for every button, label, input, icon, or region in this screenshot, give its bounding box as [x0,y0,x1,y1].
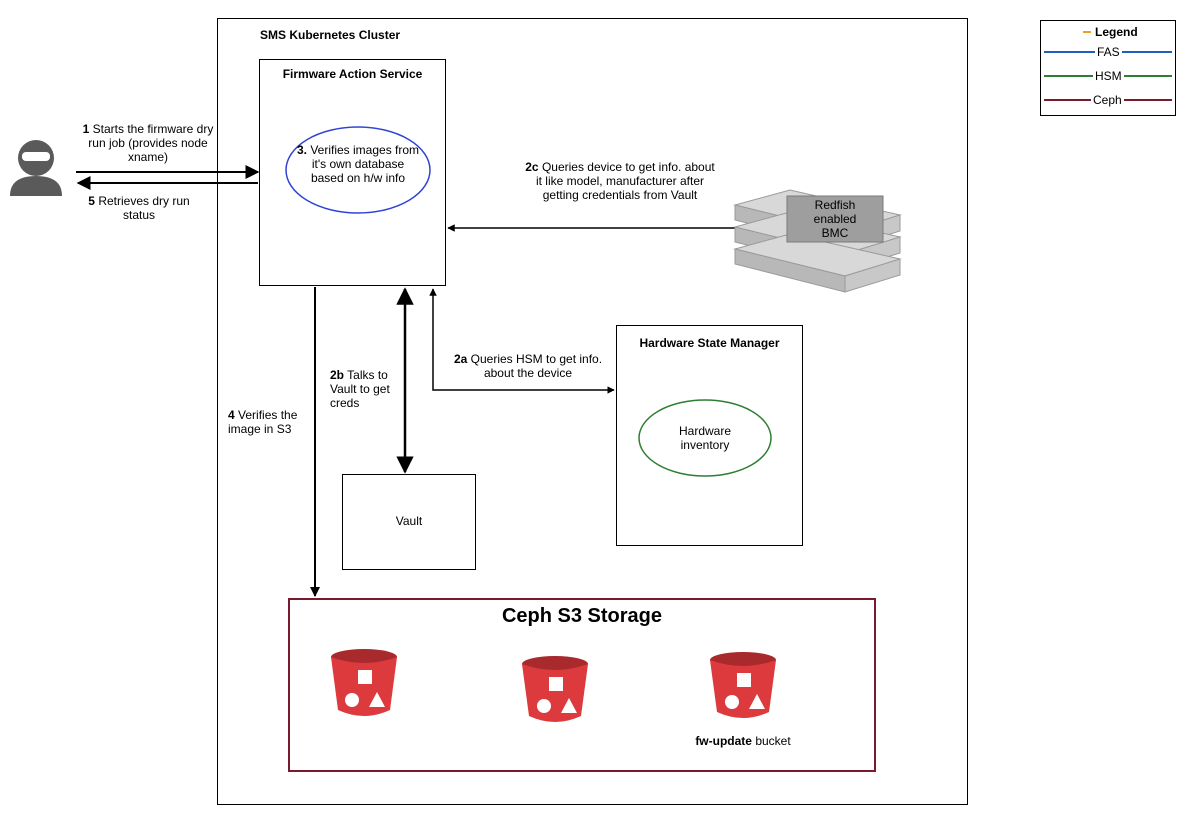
legend-label-fas: FAS [1095,45,1122,59]
ceph-title: Ceph S3 Storage [501,605,663,627]
fas-title: Firmware Action Service [282,67,423,81]
step2c-label: 2c Queries device to get info. about it … [525,160,715,202]
hsm-title: Hardware State Manager [639,336,780,350]
arrow-step2a [429,288,615,394]
bmc-label-line2: enabled [813,212,857,226]
step1-label: 1 Starts the firmware dry run job (provi… [80,122,216,164]
bucket-icon-2 [522,656,588,722]
legend-box: Legend FAS HSM Ceph [1040,20,1176,116]
step4-text: Verifies the image in S3 [228,408,298,436]
step2c-text: Queries device to get info. about it lik… [535,160,715,202]
step2b-num: 2b [330,368,345,382]
fas-box [259,59,446,286]
step2b-text: Talks to Vault to get creds [330,368,390,410]
legend-label-ceph: Ceph [1091,93,1124,107]
bmc-label-line1: Redfish [814,198,856,212]
legend-title-row: Legend [1041,25,1175,39]
step2c-num: 2c [525,160,539,174]
step5-text: Retrieves dry run status [98,194,190,222]
fw-update-bold: fw-update [695,734,752,748]
legend-label-hsm: HSM [1093,69,1124,83]
bucket-icon-1 [331,649,397,716]
user-icon [10,140,62,196]
hsm-box [616,325,803,546]
fas-verify-ellipse [285,126,431,214]
fas-verify-desc: Verifies images from it's own database b… [310,143,420,185]
step5-num: 5 [88,194,95,208]
vault-box [342,474,476,570]
step2a-text: Queries HSM to get info. about the devic… [470,352,603,380]
legend-item-ceph: Ceph [1041,93,1175,107]
cluster-title: SMS Kubernetes Cluster [260,28,401,42]
step2a-label: 2a Queries HSM to get info. about the de… [448,352,608,380]
bucket-icon-fw-update [710,652,776,718]
legend-item-hsm: HSM [1041,69,1175,83]
step5-label: 5 Retrieves dry run status [84,194,194,222]
step4-label: 4 Verifies the image in S3 [228,408,312,436]
vault-label: Vault [395,514,423,528]
hsm-inventory-ellipse [638,399,772,477]
step1-num: 1 [82,122,90,136]
step2a-num: 2a [453,352,468,366]
step1-text: Starts the firmware dry run job (provide… [88,122,214,164]
legend-title-mark [1083,31,1091,33]
step4-num: 4 [228,408,235,422]
server-icon [733,189,902,293]
legend-title: Legend [1093,25,1140,39]
hsm-inventory-text: Hardware inventory [678,424,732,452]
fw-update-bucket-label: fw-update bucket [683,734,803,748]
bmc-label-line3: BMC [821,226,849,240]
legend-item-fas: FAS [1041,45,1175,59]
bmc-label: Redfish enabled BMC [787,198,883,240]
fw-update-rest: bucket [751,734,791,748]
fas-verify-num: 3. [296,143,307,157]
fas-verify-text: 3. Verifies images from it's own databas… [296,143,420,185]
step2b-label: 2b Talks to Vault to get creds [330,368,402,410]
